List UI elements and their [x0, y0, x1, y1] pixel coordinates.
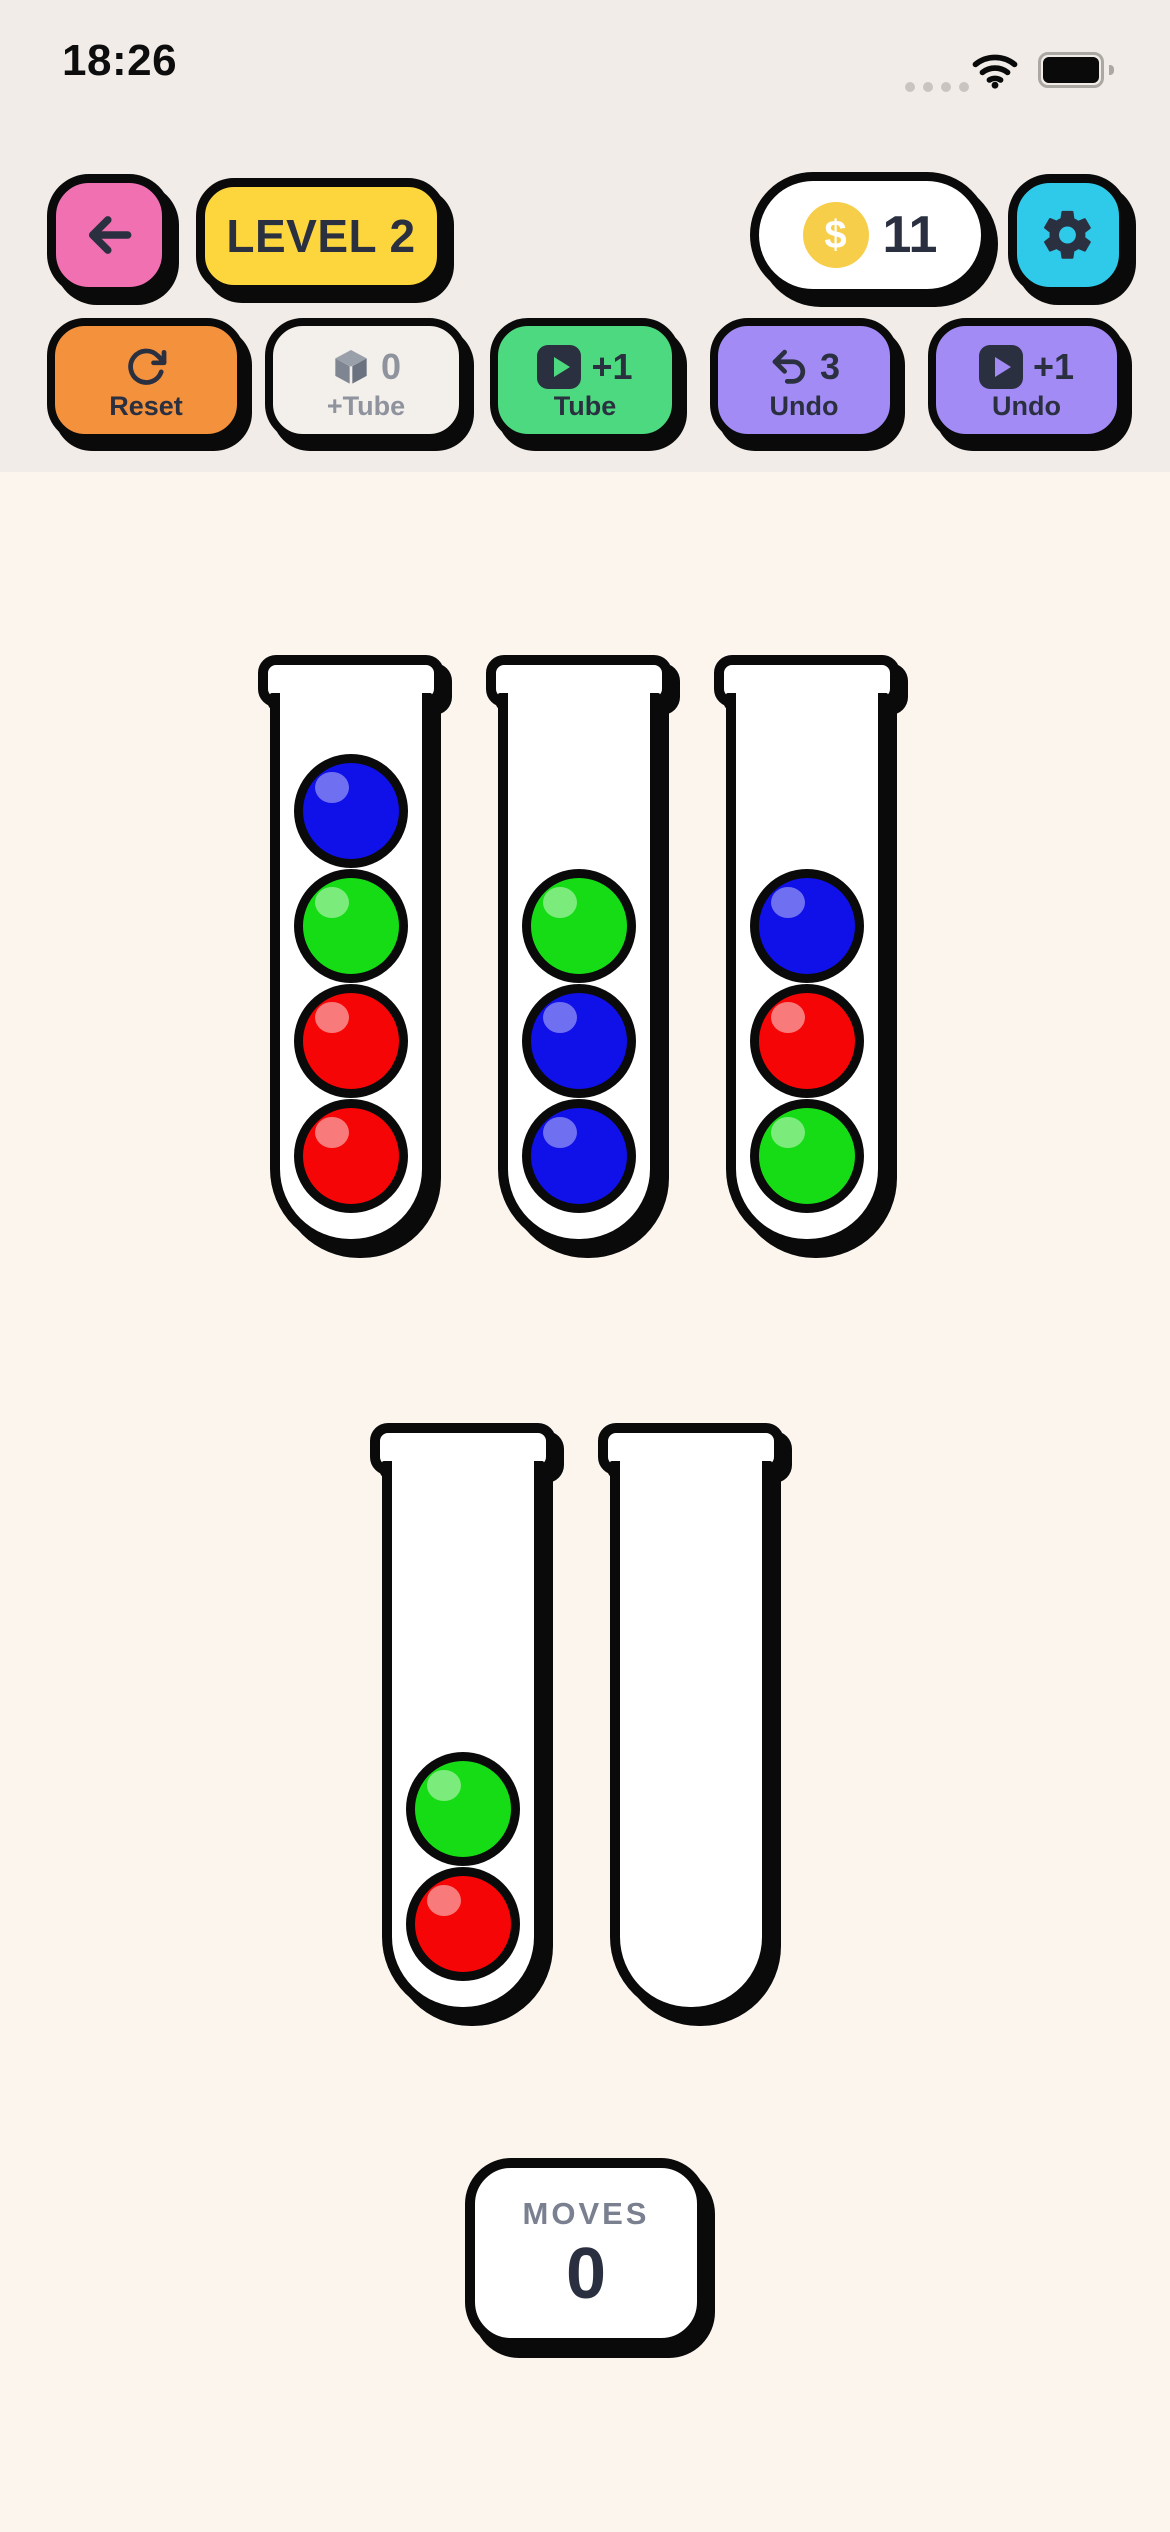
ad-undo-value: +1: [1032, 345, 1075, 387]
ad-play-icon: [537, 344, 582, 389]
reset-label: Reset: [109, 390, 183, 421]
signal-dots-icon: [905, 82, 969, 92]
ball-red: [406, 1867, 520, 1981]
undo-value: 3: [819, 345, 841, 387]
undo-icon: [772, 349, 806, 384]
ball-blue: [294, 754, 408, 868]
back-button[interactable]: [47, 174, 171, 296]
undo-label: Undo: [769, 390, 839, 421]
add-tube-button[interactable]: 0+Tube: [265, 318, 467, 442]
add-tube-value: 0: [380, 345, 402, 387]
ball-red: [294, 984, 408, 1098]
ball-red: [294, 1099, 408, 1213]
ball-red: [750, 984, 864, 1098]
status-time: 18:26: [62, 36, 178, 85]
reset-button[interactable]: Reset: [47, 318, 245, 442]
ball-blue: [750, 869, 864, 983]
status-bar: 18:26: [0, 0, 1170, 110]
moves-panel: MOVES 0: [465, 2158, 707, 2348]
moves-value: 0: [565, 2234, 607, 2314]
coin-counter[interactable]: $ 11: [750, 172, 990, 298]
coin-value: 11: [882, 206, 938, 264]
tube-2[interactable]: [486, 655, 672, 1255]
moves-label: MOVES: [522, 2196, 650, 2231]
tube-body: [498, 693, 660, 1249]
wifi-icon: [970, 50, 1020, 95]
ball-blue: [522, 984, 636, 1098]
battery-icon: [1038, 52, 1114, 88]
ad-undo-label: Undo: [992, 390, 1061, 421]
ad-tube-value: +1: [591, 345, 633, 387]
tube-body: [610, 1461, 772, 2017]
level-badge-label: LEVEL 2: [226, 210, 416, 262]
coin-icon: $: [802, 202, 869, 268]
ball-green: [750, 1099, 864, 1213]
ball-green: [294, 869, 408, 983]
tube-body: [270, 693, 432, 1249]
level-badge: LEVEL 2: [196, 178, 446, 294]
tube-1[interactable]: [258, 655, 444, 1255]
tube-body: [382, 1461, 544, 2017]
gear-icon: [1044, 210, 1091, 259]
ad-tube-label: Tube: [553, 390, 617, 421]
tube-3[interactable]: [714, 655, 900, 1255]
tube-4[interactable]: [370, 1423, 556, 2023]
box-icon: [335, 349, 367, 384]
add-tube-label: +Tube: [326, 390, 406, 421]
ball-blue: [522, 1099, 636, 1213]
tube-body: [726, 693, 888, 1249]
back-arrow-icon: [88, 216, 132, 254]
ball-green: [406, 1752, 520, 1866]
ball-green: [522, 869, 636, 983]
tube-5[interactable]: [598, 1423, 784, 2023]
settings-button[interactable]: [1008, 174, 1128, 296]
rotate-cw-icon: [128, 348, 167, 385]
ad-play-icon: [978, 344, 1023, 389]
